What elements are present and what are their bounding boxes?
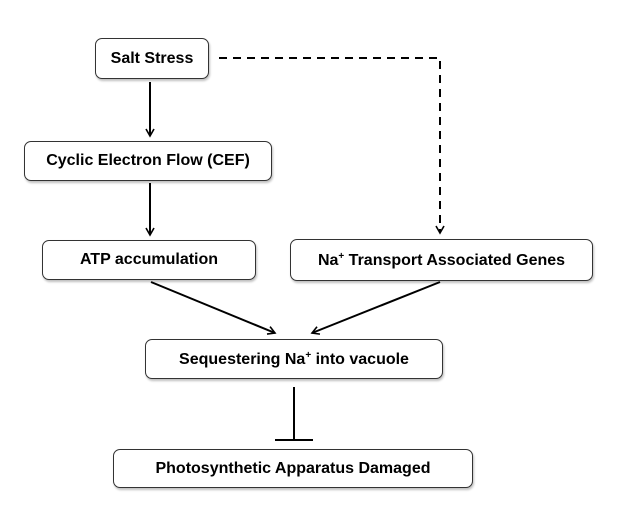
node-atp-accumulation: ATP accumulation bbox=[42, 240, 256, 280]
node-label: Na+ Transport Associated Genes bbox=[317, 250, 566, 269]
node-cyclic-electron-flow: Cyclic Electron Flow (CEF) bbox=[24, 141, 272, 181]
arrow-atp-to-sequestering bbox=[150, 281, 277, 335]
dashed-arrow-salt-to-na-transport bbox=[219, 57, 445, 235]
node-label: Photosynthetic Apparatus Damaged bbox=[155, 459, 431, 477]
node-label: Cyclic Electron Flow (CEF) bbox=[46, 152, 250, 169]
node-label: ATP accumulation bbox=[79, 251, 219, 268]
node-photosynthetic-apparatus-damaged: Photosynthetic Apparatus Damaged bbox=[113, 449, 473, 488]
arrow-na-transport-to-sequestering bbox=[310, 281, 441, 335]
node-sequestering-na: Sequestering Na+ into vacuole bbox=[145, 339, 443, 379]
node-label: Sequestering Na+ into vacuole bbox=[179, 349, 409, 368]
node-na-transport-genes: Na+ Transport Associated Genes bbox=[290, 239, 593, 281]
node-salt-stress: Salt Stress bbox=[95, 38, 209, 79]
node-label: Salt Stress bbox=[110, 49, 194, 67]
